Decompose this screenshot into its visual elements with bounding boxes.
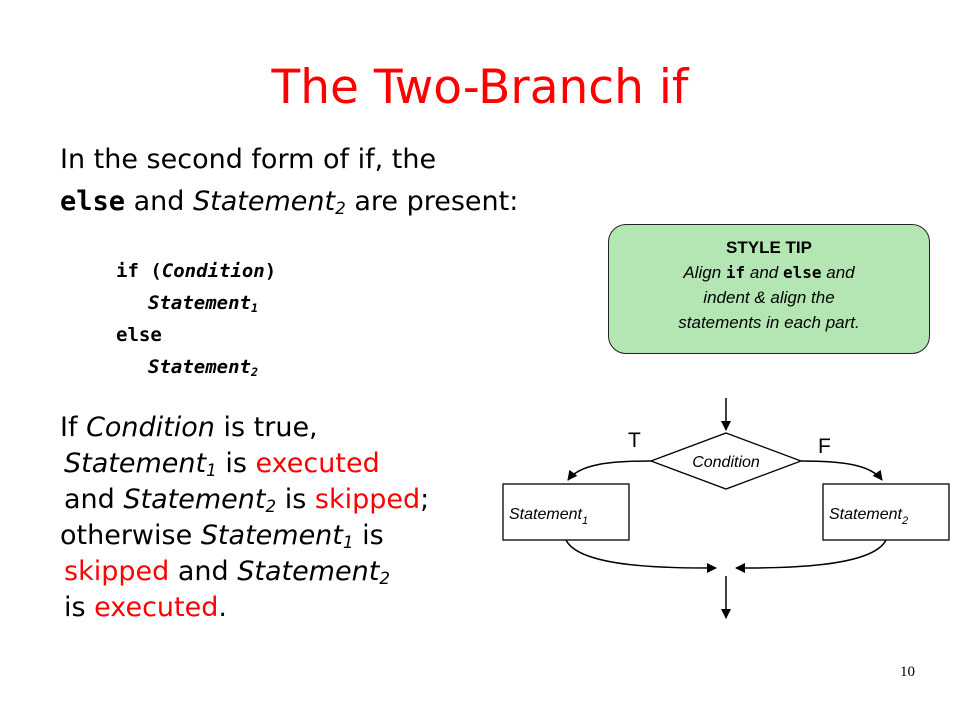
code-else-keyword: else [116, 324, 162, 346]
explanation-line-2: Statement1 is executed [60, 446, 429, 482]
style-tip-align: Align [683, 263, 722, 282]
explanation: If Condition is true, Statement1 is exec… [60, 410, 429, 626]
false-label: F [818, 435, 831, 458]
expl-statement1: Statement [64, 448, 207, 479]
true-branch-arrow [567, 460, 652, 481]
style-tip-and: and [749, 263, 779, 282]
style-tip-box: STYLE TIP Align if and else and indent &… [608, 224, 930, 354]
expl-executed-1: executed [255, 448, 380, 479]
expl-statement2: Statement [123, 484, 266, 515]
explanation-line-3: and Statement2 is skipped; [60, 482, 429, 518]
style-tip-line-3: statements in each part. [678, 313, 860, 332]
merge-left-arrow [565, 539, 717, 573]
expl-sub2b: 2 [379, 568, 390, 589]
code-block: if (Condition) Statement1 else Statement… [116, 255, 276, 383]
expl-is-1: is [225, 448, 247, 479]
condition-label: Condition [692, 454, 760, 471]
expl-skipped-1: skipped [314, 484, 421, 515]
statement1-label-text: Statement [509, 506, 582, 523]
expl-semicolon: ; [420, 484, 430, 515]
style-tip-line-2: indent & align the [703, 288, 835, 307]
intro-tail: are present: [354, 186, 519, 217]
false-branch-arrow [800, 460, 883, 481]
explanation-line-4: otherwise Statement1 is [60, 518, 429, 554]
code-line-statement2: Statement2 [116, 351, 276, 383]
statement2-label-sub: 2 [901, 515, 908, 527]
code-statement1: Statement [148, 292, 251, 314]
style-tip-and2: and [826, 263, 855, 282]
code-sub1: 1 [250, 300, 259, 315]
code-line-if: if (Condition) [116, 255, 276, 287]
explanation-line-1: If Condition is true, [60, 410, 429, 446]
condition-diamond [649, 432, 803, 490]
true-label: T [628, 429, 641, 452]
intro-statement: Statement [193, 186, 336, 217]
style-tip-line-1: Align if and else and [609, 260, 929, 285]
expl-period: . [218, 592, 227, 623]
intro-sub2: 2 [335, 198, 346, 219]
expl-condition: Condition [86, 412, 215, 443]
style-tip-heading: STYLE TIP [726, 238, 812, 257]
slide-title: The Two-Branch if [271, 60, 689, 115]
code-if-keyword: if ( [116, 260, 162, 282]
explanation-line-5: skipped and Statement2 [60, 554, 429, 590]
style-tip-if: if [725, 263, 746, 282]
statement2-label-text: Statement [829, 506, 902, 523]
expl-and-1: and [64, 484, 115, 515]
intro-and: and [133, 186, 185, 217]
page-number: 10 [900, 664, 915, 680]
expl-sub1b: 1 [342, 532, 354, 553]
intro-line-2: else and Statement2 are present: [60, 185, 518, 219]
intro-line-1: In the second form of if, the [60, 143, 436, 177]
code-line-statement1: Statement1 [116, 287, 276, 319]
expl-sub2: 2 [265, 496, 277, 517]
statement1-label: Statement1 [509, 506, 588, 527]
code-close-paren: ) [264, 260, 277, 282]
merge-right-arrow [735, 539, 887, 573]
expl-if: If [60, 412, 78, 443]
intro-else-keyword: else [60, 186, 126, 217]
code-condition: Condition [161, 260, 265, 282]
code-line-else: else [116, 319, 276, 351]
expl-is-true: is true, [223, 412, 318, 443]
expl-and-2: and [177, 556, 229, 587]
expl-executed-2: executed [94, 592, 219, 623]
intro-line-1-text: In the second form of if, the [60, 144, 437, 175]
expl-is-4: is [64, 592, 86, 623]
statement1-box [502, 483, 630, 541]
statement1-label-sub: 1 [582, 515, 588, 527]
style-tip-else: else [783, 263, 822, 282]
expl-skipped-2: skipped [64, 556, 170, 587]
expl-is-3: is [362, 520, 384, 551]
statement2-label: Statement2 [829, 506, 908, 527]
expl-statement1b: Statement [200, 520, 343, 551]
statement2-box [822, 483, 950, 541]
expl-is-2: is [284, 484, 307, 515]
explanation-line-6: is executed. [60, 590, 429, 626]
expl-otherwise: otherwise [60, 520, 193, 551]
expl-sub1: 1 [206, 460, 217, 481]
code-sub2: 2 [250, 364, 259, 379]
expl-statement2b: Statement [237, 556, 380, 587]
code-statement2: Statement [148, 356, 251, 378]
